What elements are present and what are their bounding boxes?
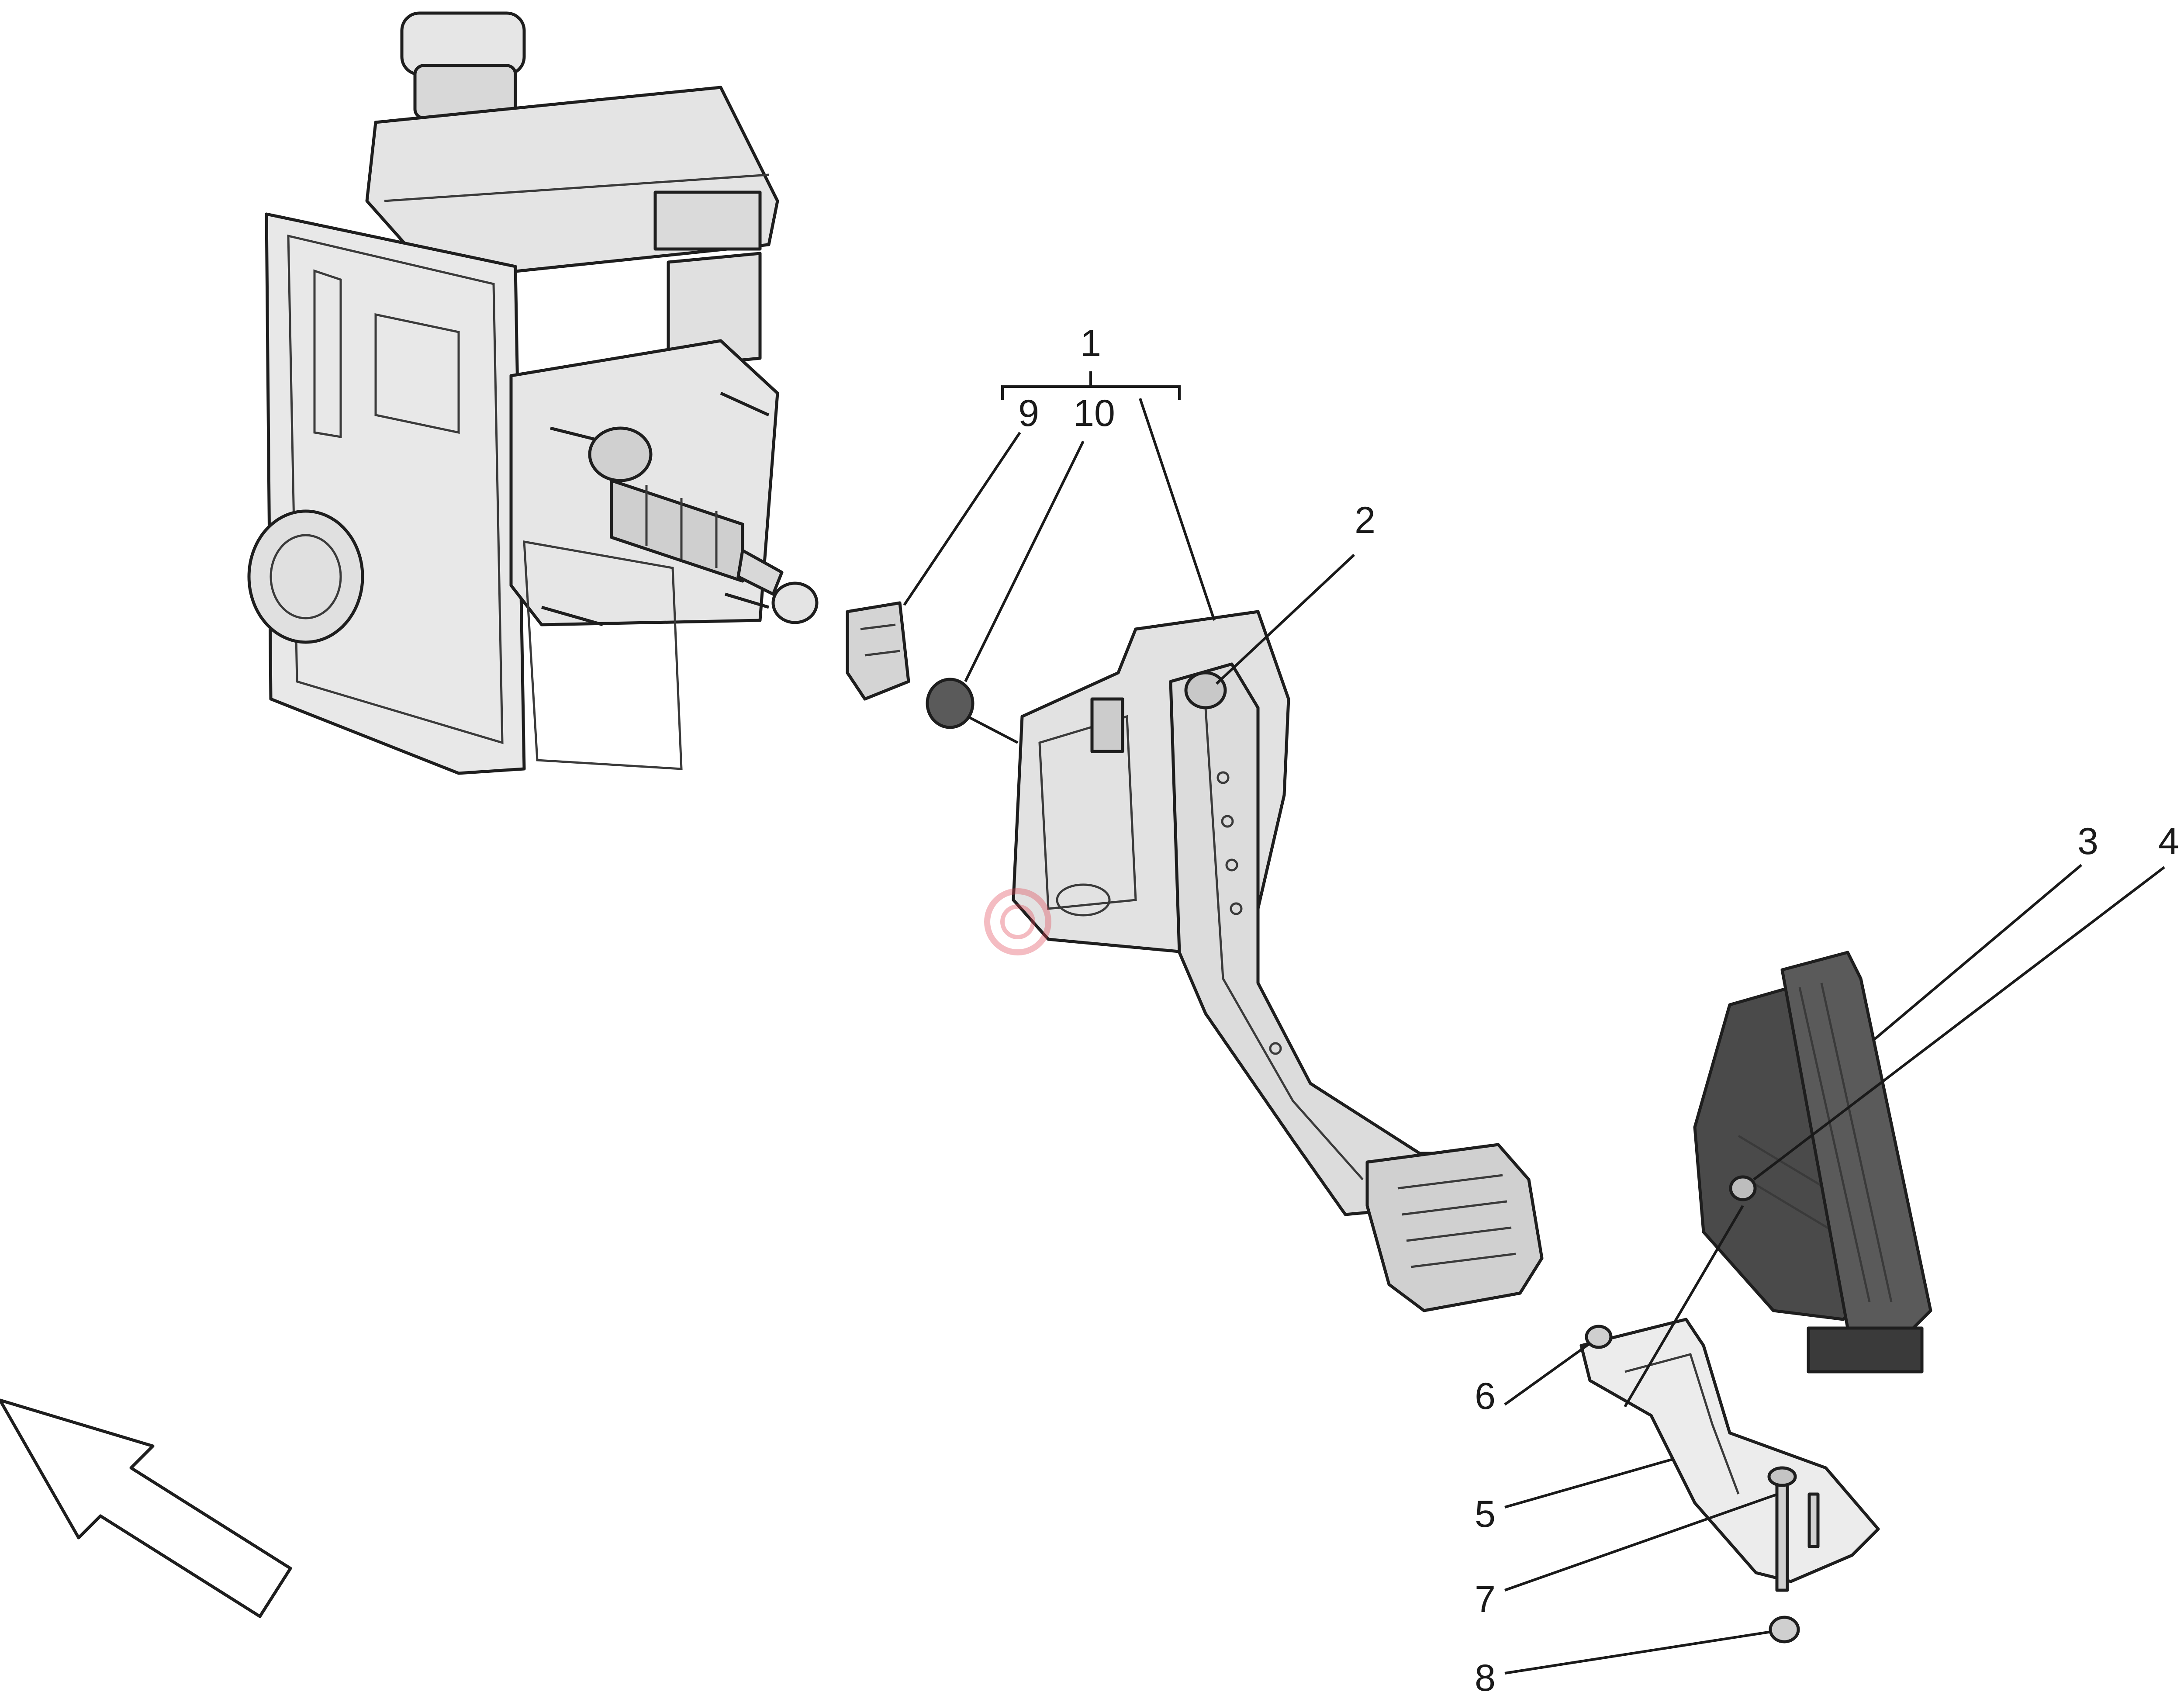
callout-3: 3 — [2077, 820, 2098, 862]
accelerator-bracket — [1579, 1318, 1880, 1583]
pedal-pad-cap — [926, 678, 975, 729]
brake-booster-assembly — [247, 11, 819, 775]
nut-6 — [1585, 1325, 1613, 1349]
accelerator-pedal — [1693, 951, 1932, 1374]
stud-bolt-7 — [1767, 1466, 1820, 1592]
callout-5: 5 — [1475, 1493, 1496, 1535]
callout-7: 7 — [1475, 1578, 1496, 1620]
leader-lines — [903, 371, 2165, 1675]
callout-8: 8 — [1475, 1657, 1496, 1692]
callout-labels: 1 9 10 2 3 4 6 5 7 8 — [1018, 322, 2179, 1692]
callout-9: 9 — [1018, 392, 1039, 434]
callout-1: 1 — [1080, 322, 1101, 364]
watermark-logo — [984, 888, 1051, 955]
nut-8 — [1769, 1616, 1800, 1644]
callout-4: 4 — [2158, 820, 2179, 862]
callout-2: 2 — [1355, 499, 1375, 541]
callout-6: 6 — [1475, 1375, 1496, 1417]
brake-pedal-assembly — [1012, 610, 1544, 1312]
direction-arrow — [0, 1398, 292, 1618]
clevis-clip — [846, 601, 910, 701]
callout-10: 10 — [1073, 392, 1115, 434]
